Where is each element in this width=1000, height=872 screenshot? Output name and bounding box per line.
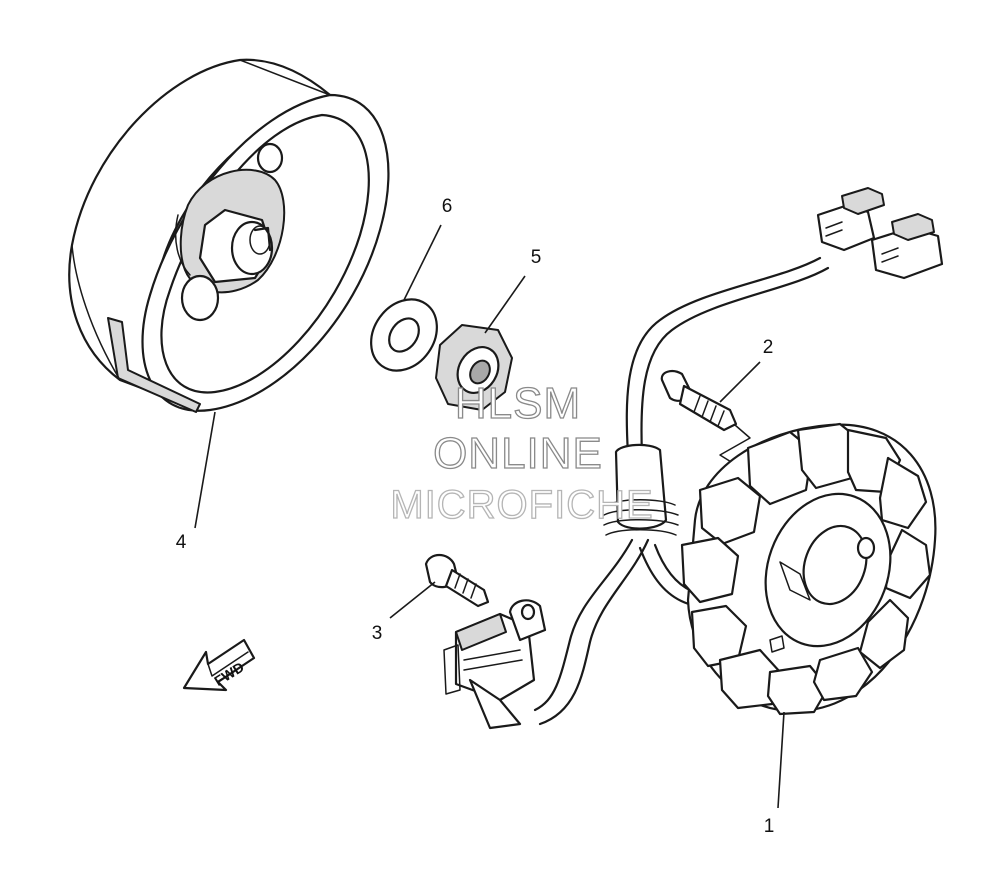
flywheel-rotor bbox=[68, 58, 390, 413]
forward-arrow-icon: FWD bbox=[182, 638, 256, 692]
connector-left bbox=[816, 187, 885, 252]
callout-2: 2 bbox=[763, 337, 774, 358]
watermark-line-2: ONLINE bbox=[433, 429, 603, 478]
leader-lines bbox=[194, 224, 785, 809]
leader-4 bbox=[194, 411, 216, 529]
callout-6: 6 bbox=[442, 196, 453, 217]
watermark-line-3: MICROFICHE bbox=[390, 483, 653, 527]
leader-5 bbox=[484, 275, 526, 334]
bolt bbox=[424, 553, 490, 608]
leader-6 bbox=[403, 224, 442, 301]
connector-right bbox=[870, 213, 944, 280]
pickup-coil bbox=[443, 599, 547, 730]
leader-3 bbox=[389, 581, 436, 619]
callout-3: 3 bbox=[372, 623, 383, 644]
callout-5: 5 bbox=[531, 247, 542, 268]
callout-4: 4 bbox=[176, 532, 187, 553]
nut bbox=[435, 324, 513, 411]
watermark-line-1: HLSM bbox=[455, 379, 581, 428]
leader-2 bbox=[719, 361, 761, 403]
watermark: HLSM ONLINE MICROFICHE bbox=[390, 378, 654, 527]
washer bbox=[370, 298, 438, 372]
leader-1 bbox=[777, 711, 785, 809]
callout-1: 1 bbox=[764, 816, 775, 837]
wire-harness bbox=[533, 256, 830, 726]
stator bbox=[680, 422, 937, 716]
screw bbox=[660, 370, 751, 471]
